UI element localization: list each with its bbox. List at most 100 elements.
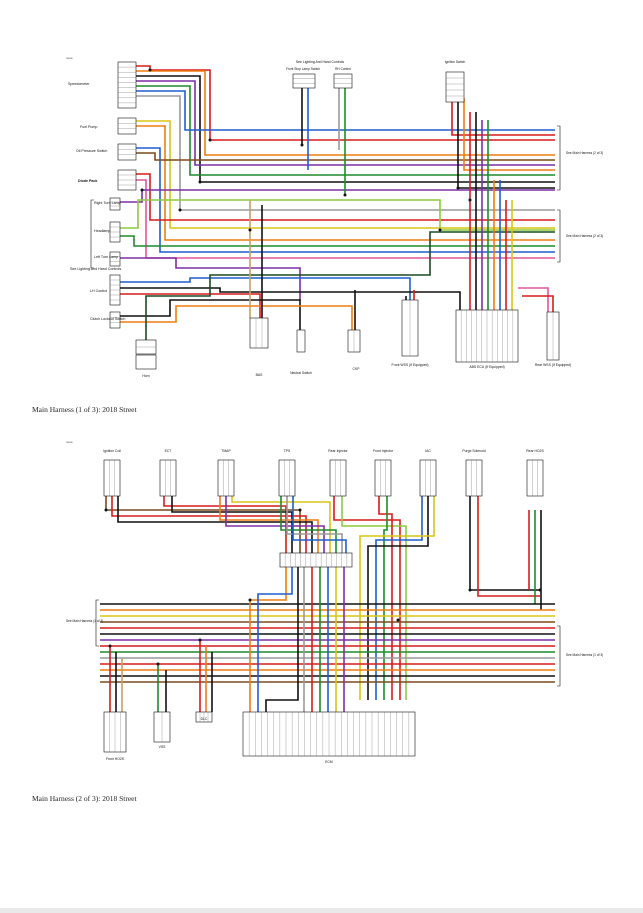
wire: [136, 120, 555, 229]
wire: [120, 299, 301, 330]
label2-rear-injector: Rear Injector: [328, 449, 348, 453]
wire: [120, 287, 461, 310]
wire: [136, 95, 555, 211]
top2-connector-2: [217, 459, 235, 497]
wire: [163, 496, 287, 553]
label-headlamp: Headlamp: [94, 229, 110, 233]
top2-connector-4: [329, 459, 347, 497]
label-bas: BAS: [256, 373, 264, 377]
label-left-turn-lamp: Left Turn Lamp: [94, 255, 118, 259]
wire: [136, 152, 555, 161]
splice-dot: [208, 138, 212, 142]
wire: [265, 567, 299, 712]
label-lh-control: LH Control: [90, 289, 107, 293]
label-rear-wss-if-equipped-: Rear WSS (If Equipped): [535, 363, 571, 367]
wire: [136, 65, 555, 141]
wire: [463, 98, 555, 171]
wire: [136, 179, 555, 259]
wire: [286, 496, 343, 553]
label2-iac: IAC: [425, 449, 431, 453]
top2-connector-1: [159, 459, 177, 497]
speedometer-connector: [117, 61, 137, 109]
corner-note-1: none: [66, 56, 73, 60]
top2-connector-8: [526, 459, 544, 497]
label-see-main-harness-r2: See Main Harness (2 of 3): [566, 234, 603, 238]
label2-see-main-harness-left: See Main Harness (1 of 3): [66, 619, 103, 623]
wire: [105, 496, 301, 553]
label-front-wss-if-equipped-: Front WSS (If Equipped): [392, 363, 429, 367]
right-bracket-1: [557, 125, 561, 191]
label2-dlc: DLC: [201, 717, 208, 721]
label-oil-pressure-switch: Oil Pressure Switch: [76, 149, 107, 153]
label-see-main-harness-r1: See Main Harness (2 of 3): [566, 151, 603, 155]
splice-dot: [468, 198, 472, 202]
splice-dot: [148, 68, 152, 72]
wire: [136, 90, 555, 131]
fuel-pump-connector: [117, 117, 137, 135]
wire: [136, 75, 555, 183]
label-see-lighting-top: See Lighting And Hand Controls: [296, 60, 345, 64]
top2-connector-0: [103, 459, 121, 497]
splice-dot: [456, 186, 460, 190]
label2-front-ho2s: Front HO2S: [106, 757, 125, 761]
ignition-switch-connector: [445, 71, 465, 103]
wire: [120, 199, 555, 231]
wire: [120, 189, 555, 203]
label-diode-pack: Diode Pack: [78, 179, 97, 183]
wire: [367, 496, 429, 700]
wire: [225, 496, 325, 553]
wire: [117, 496, 313, 553]
label2-front-injector: Front Injector: [373, 449, 394, 453]
clutch-connector: [109, 311, 121, 329]
splice-dot: [140, 188, 144, 192]
label-speedometer: Speedometer: [68, 82, 90, 86]
label-horn: Horn: [142, 374, 149, 378]
label2-see-main-harness-right: See Main Harness (1 of 3): [566, 653, 603, 657]
wire: [219, 496, 319, 553]
wire: [451, 98, 555, 136]
splice-dot: [108, 644, 112, 648]
wire: [522, 295, 554, 312]
label2-tmap: TMAP: [221, 449, 231, 453]
label2-ignition-coil: Ignition Coil: [103, 449, 121, 453]
left-turn-connector: [109, 251, 121, 267]
wire: [383, 496, 388, 700]
wire: [359, 496, 435, 700]
splice-dot: [104, 508, 108, 512]
label-fuel-pump: Fuel Pump: [80, 125, 97, 129]
splice-dot: [156, 662, 160, 666]
right-bracket-2b: [557, 625, 561, 687]
splice-dot: [298, 508, 302, 512]
wire: [375, 496, 423, 700]
splice-dot: [396, 618, 400, 622]
label-ckp: CKP: [353, 367, 361, 371]
label-rh-control: RH Control: [335, 67, 351, 71]
label-neutral-switch: Neutral Switch: [290, 371, 312, 375]
wire: [292, 496, 347, 553]
splice-dot: [468, 588, 472, 592]
label2-vss: VSS: [159, 745, 167, 749]
splice-dot: [248, 598, 252, 602]
top2-connector-6: [419, 459, 437, 497]
wire: [249, 567, 287, 712]
wire: [120, 235, 555, 247]
bas-connector: [249, 317, 269, 349]
splice-dot: [248, 228, 252, 232]
splice-dot: [300, 143, 304, 147]
wire: [171, 496, 293, 553]
label2-purge-solenoid: Purge Solenoid: [462, 449, 485, 453]
oil-pressure-connector: [117, 143, 137, 161]
splice-dot: [538, 588, 542, 592]
neutral-switch-connector: [296, 329, 306, 353]
top2-connector-3: [278, 459, 296, 497]
wire: [378, 496, 393, 700]
splice-dot: [343, 193, 347, 197]
page-edge: [0, 908, 643, 913]
label-see-lighting-and-hand-controls: See Lighting And Hand Controls: [70, 267, 121, 271]
right-turn-connector: [109, 197, 121, 211]
wire: [145, 231, 555, 340]
wire: [477, 496, 540, 597]
label-right-turn-lamp: Right Turn Lamp: [94, 201, 121, 205]
splice-dot: [178, 208, 182, 212]
